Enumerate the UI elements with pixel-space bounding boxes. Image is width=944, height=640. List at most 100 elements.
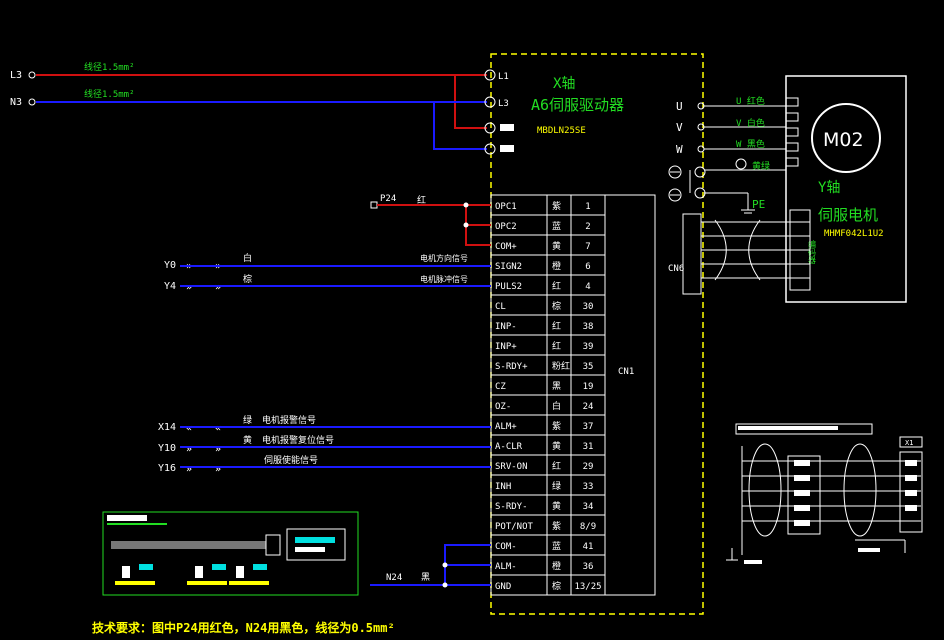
power-input-n3: N3 bbox=[10, 97, 22, 108]
y10-wire-color: 黄 bbox=[243, 434, 252, 446]
cn1-wire-color: 红 bbox=[552, 340, 561, 352]
cn1-signal-name: COM- bbox=[495, 542, 517, 552]
cn1-wire-color: 黄 bbox=[552, 500, 561, 512]
cn1-pin-number: 34 bbox=[583, 502, 594, 512]
cn1-signal-name: CL bbox=[495, 302, 506, 312]
cn1-pin-number: 7 bbox=[585, 242, 590, 252]
cn1-wire-color: 黑 bbox=[552, 381, 561, 392]
encoder-note: 编码器 bbox=[808, 239, 817, 265]
motor-model: MHMF042L1U2 bbox=[824, 229, 884, 239]
cn1-pin-number: 38 bbox=[583, 322, 594, 332]
cn1-signal-name: OPC2 bbox=[495, 222, 517, 232]
cn1-wire-color: 粉红 bbox=[552, 360, 570, 372]
terminal-l3-label: L3 bbox=[498, 99, 509, 109]
power-terminal-block bbox=[484, 69, 514, 155]
inset-motor bbox=[286, 528, 346, 561]
cn1-wire-color: 棕 bbox=[552, 580, 561, 592]
arrow-icon: « bbox=[186, 423, 192, 434]
port-x14: X14 bbox=[158, 422, 176, 433]
arrow-icon: « bbox=[215, 423, 221, 434]
machine-inset bbox=[102, 511, 359, 596]
screw-shaft bbox=[111, 541, 266, 549]
y4-wire-color: 棕 bbox=[243, 273, 252, 285]
cn1-pin-number: 35 bbox=[583, 362, 594, 372]
power-wire-red-branch bbox=[454, 75, 487, 129]
cn1-pin-number: 30 bbox=[583, 302, 594, 312]
cn1-pin-number: 37 bbox=[583, 422, 594, 432]
harness-tag: X1 bbox=[905, 439, 913, 447]
cn1-wire-color: 橙 bbox=[552, 260, 561, 272]
coupling bbox=[265, 534, 281, 556]
phase-label-v: V 白色 bbox=[736, 117, 765, 129]
cn1-signal-name: A-CLR bbox=[495, 442, 523, 452]
inset-title-bar bbox=[107, 515, 147, 521]
motor-title: 伺服电机 bbox=[818, 206, 878, 224]
cn1-signal-name: ALM- bbox=[495, 562, 517, 572]
cn1-signal-name: CZ bbox=[495, 382, 506, 392]
y10-desc: 电机报警复位信号 bbox=[262, 434, 334, 446]
terminal-icon bbox=[28, 98, 36, 106]
cn1-signal-name: OZ- bbox=[495, 402, 511, 412]
cn1-wire-color: 棕 bbox=[552, 300, 561, 312]
cn1-wire-color: 橙 bbox=[552, 560, 561, 572]
cn1-signal-name: SIGN2 bbox=[495, 262, 522, 272]
arrow-icon: » bbox=[215, 282, 221, 293]
port-y0: Y0 bbox=[164, 260, 176, 271]
motor-terminal-strip bbox=[785, 97, 799, 167]
p24-branch-1 bbox=[465, 205, 491, 226]
arrow-icon: » bbox=[186, 444, 192, 455]
power-wire-blue-branch bbox=[433, 102, 487, 150]
p24-branch-2 bbox=[465, 225, 491, 246]
port-y4: Y4 bbox=[164, 281, 176, 292]
cable-harness-inset bbox=[726, 423, 923, 561]
phase-label-w: W 黑色 bbox=[736, 138, 765, 150]
cn1-pin-number: 29 bbox=[583, 462, 594, 472]
cn1-pin-number: 2 bbox=[585, 222, 590, 232]
cn1-pin-number: 33 bbox=[583, 482, 594, 492]
y16-desc: 伺服使能信号 bbox=[264, 454, 318, 466]
cn1-signal-name: GND bbox=[495, 582, 511, 592]
arrow-icon: » bbox=[186, 464, 192, 475]
cn1-wire-color: 白 bbox=[552, 400, 561, 412]
y0-desc: 电机方向信号 bbox=[420, 253, 468, 263]
n24-branch bbox=[444, 544, 491, 585]
cn1-signal-name: ALM+ bbox=[495, 422, 517, 432]
motor-axis-label: Y轴 bbox=[818, 180, 840, 196]
power-input-l3: L3 bbox=[10, 70, 22, 81]
phase-label-pe: 黄绿 bbox=[752, 160, 770, 172]
drive-axis-label: X轴 bbox=[553, 76, 575, 92]
y0-wire-color: 白 bbox=[243, 252, 252, 264]
cn1-label: CN1 bbox=[618, 367, 634, 377]
cn1-signal-name: PULS2 bbox=[495, 282, 522, 292]
cn1-signal-name: SRV-ON bbox=[495, 462, 528, 472]
cn1-wire-color: 黄 bbox=[552, 240, 561, 252]
harness-blocks bbox=[744, 460, 917, 564]
cn1-signal-name: INH bbox=[495, 482, 511, 492]
cn1-signal-name: INP+ bbox=[495, 342, 517, 352]
encoder-cable bbox=[682, 209, 811, 295]
n24-wire-color: 黑 bbox=[421, 572, 430, 583]
cn1-signal-name: COM+ bbox=[495, 242, 517, 252]
cn1-pin-number: 31 bbox=[583, 442, 594, 452]
phase-label-u: U 红色 bbox=[736, 95, 765, 107]
cn1-pin-number: 8/9 bbox=[580, 522, 596, 532]
inset-motor-label bbox=[295, 547, 325, 552]
n24-label: N24 bbox=[386, 573, 402, 583]
harness-title-bar bbox=[738, 426, 838, 430]
cn1-wire-color: 红 bbox=[552, 320, 561, 332]
cn1-wire-color: 红 bbox=[552, 460, 561, 472]
cn1-pin-number: 1 bbox=[585, 202, 590, 212]
inset-title-underline bbox=[107, 523, 167, 525]
cn1-signal-name: POT/NOT bbox=[495, 522, 534, 532]
terminal-icon bbox=[28, 71, 36, 79]
drive-model: MBDLN25SE bbox=[537, 126, 586, 136]
cn1-pin-number: 13/25 bbox=[574, 582, 601, 592]
x14-wire-color: 绿 bbox=[243, 414, 252, 426]
wire-note-2: 线径1.5mm² bbox=[84, 88, 135, 100]
p24-terminal bbox=[370, 201, 378, 209]
cn1-pin-number: 36 bbox=[583, 562, 594, 572]
arrow-icon: » bbox=[215, 464, 221, 475]
cn1-wire-color: 红 bbox=[552, 280, 561, 292]
